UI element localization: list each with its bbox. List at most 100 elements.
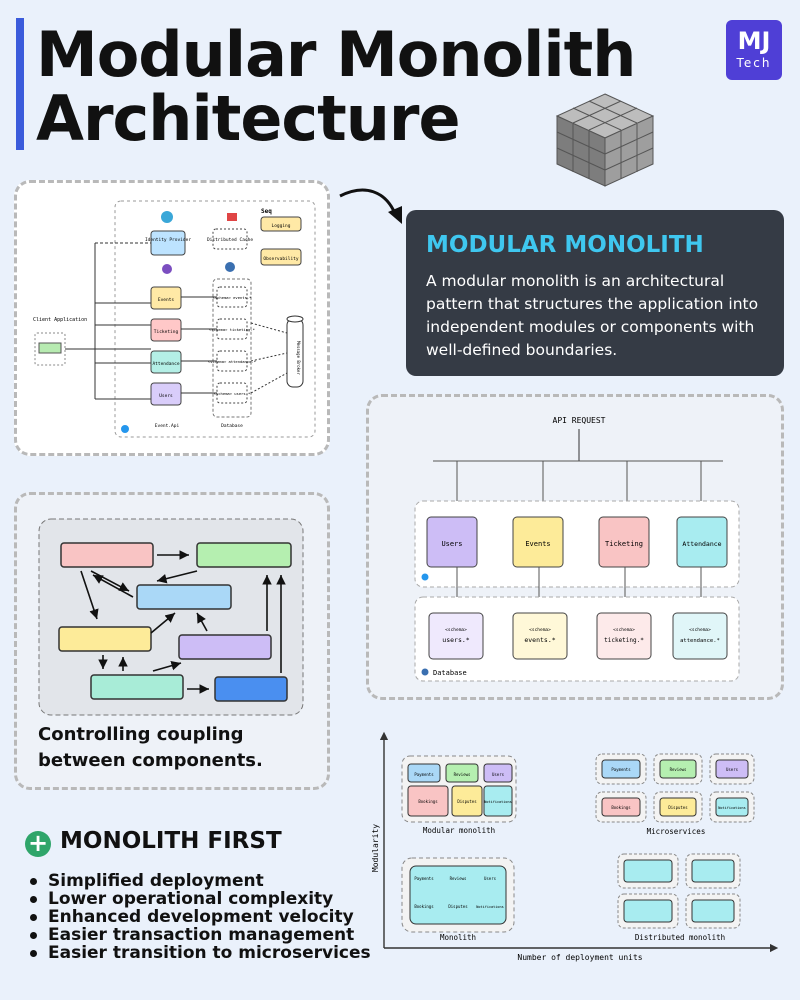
svg-text:<schema> events.*: <schema> events.* <box>213 295 252 300</box>
y-axis-label: Modularity <box>371 824 380 872</box>
client-app-label: Client Application <box>33 317 87 323</box>
svg-text:attendance.*: attendance.* <box>680 638 720 644</box>
svg-text:<schema>: <schema> <box>445 627 467 633</box>
svg-text:<schema> ticketing.*: <schema> ticketing.* <box>209 327 255 332</box>
definition-text: A modular monolith is an architectural p… <box>426 272 759 359</box>
arch-schema-attendance: <schema> attendance.* <box>208 359 256 364</box>
svg-text:ticketing.*: ticketing.* <box>604 637 644 644</box>
svg-text:<schema>: <schema> <box>613 627 635 633</box>
svg-text:Users: Users <box>484 876 497 881</box>
svg-text:API REQUEST: API REQUEST <box>553 416 606 425</box>
arch-module-attendance: Attendance <box>152 361 179 367</box>
mod-database-label: Database <box>433 669 467 677</box>
arch-schema-users: <schema> users.* <box>214 391 251 396</box>
svg-text:Modular monolith: Modular monolith <box>423 826 495 835</box>
list-item: Enhanced development velocity <box>28 908 371 926</box>
title-accent-bar <box>16 18 24 150</box>
coupling-diagram <box>38 518 304 716</box>
svg-text:Microservices: Microservices <box>647 827 706 836</box>
seq-label: Seq <box>261 208 272 215</box>
mono-reviews: Reviews <box>450 876 467 881</box>
ms-bookings: Bookings <box>611 805 631 810</box>
logging-label: Logging <box>272 223 291 229</box>
identity-provider-label: Identity Provider <box>145 237 191 243</box>
monolith-label: Monolith <box>440 933 476 942</box>
svg-text:Payments: Payments <box>414 772 434 777</box>
list-item: Simplified deployment <box>28 872 371 890</box>
svg-text:Users: Users <box>492 772 505 777</box>
distributed-monolith-label: Distributed monolith <box>635 933 725 942</box>
svg-text:Disputes: Disputes <box>448 904 468 909</box>
modular-monolith-label: Modular monolith <box>423 826 495 835</box>
svg-text:Modularity: Modularity <box>371 824 380 872</box>
svg-text:events.*: events.* <box>524 636 555 644</box>
mod-module-events: Events <box>525 540 550 548</box>
plus-icon: + <box>25 831 51 857</box>
svg-text:Users: Users <box>726 767 739 772</box>
mono-notifications: Notifications <box>476 905 503 909</box>
svg-text:<schema> attendance.*: <schema> attendance.* <box>208 359 256 364</box>
page-title-line2: Architecture <box>36 82 461 155</box>
svg-text:Users: Users <box>441 540 462 548</box>
mono-payments: Payments <box>414 876 434 881</box>
svg-text:Events: Events <box>525 540 550 548</box>
modular-diagram-panel: API REQUEST Users Events Ticketing Atten… <box>366 394 784 700</box>
coupling-caption: Controlling coupling between components. <box>38 724 263 771</box>
arch-module-users: Users <box>159 393 173 399</box>
svg-text:Logging: Logging <box>272 223 291 229</box>
svg-text:Distributed monolith: Distributed monolith <box>635 933 725 942</box>
schema-tag-1: <schema> <box>445 627 467 633</box>
arch-module-ticketing: Ticketing <box>154 329 179 335</box>
svg-text:Payments: Payments <box>414 876 434 881</box>
mod-schema-ticketing: ticketing.* <box>604 637 644 644</box>
monolith-first-list: Simplified deployment Lower operational … <box>28 872 371 962</box>
architecture-diagram-panel: Client Application Identity Provider Eve… <box>14 180 330 456</box>
svg-text:Attendance: Attendance <box>682 540 721 548</box>
svg-text:<schema>: <schema> <box>529 627 551 633</box>
svg-text:Reviews: Reviews <box>670 767 687 772</box>
definition-card: MODULAR MONOLITH A modular monolith is a… <box>406 210 784 376</box>
svg-text:Disputes: Disputes <box>668 805 688 810</box>
svg-text:Attendance: Attendance <box>152 361 179 367</box>
svg-text:users.*: users.* <box>442 636 469 644</box>
cube-icon <box>555 93 655 187</box>
svg-text:Disputes: Disputes <box>457 799 477 804</box>
mm-notifications: Notifications <box>484 800 511 804</box>
mm-reviews: Reviews <box>454 772 471 777</box>
svg-text:Reviews: Reviews <box>454 772 471 777</box>
svg-text:Observability: Observability <box>263 256 299 262</box>
mm-bookings: Bookings <box>418 799 438 804</box>
modular-diagram: API REQUEST Users Events Ticketing Atten… <box>414 416 740 682</box>
svg-text:Bookings: Bookings <box>611 805 631 810</box>
svg-text:Events: Events <box>158 297 175 303</box>
arch-schema-events: <schema> events.* <box>213 295 252 300</box>
ms-users: Users <box>726 767 739 772</box>
microservices-label: Microservices <box>647 827 706 836</box>
logo-main-text: MJ <box>737 27 771 55</box>
mono-users: Users <box>484 876 497 881</box>
svg-text:<schema>: <schema> <box>689 627 711 633</box>
mm-payments: Payments <box>414 772 434 777</box>
architecture-diagram: Client Application Identity Provider Eve… <box>33 200 316 438</box>
x-axis-label: Number of deployment units <box>517 953 642 962</box>
schema-tag-3: <schema> <box>613 627 635 633</box>
svg-text:<schema> users.*: <schema> users.* <box>214 391 251 396</box>
mm-disputes: Disputes <box>457 799 477 804</box>
svg-text:Database: Database <box>433 669 467 677</box>
mod-module-users: Users <box>441 540 462 548</box>
mono-bookings: Bookings <box>414 904 434 909</box>
list-item: Easier transaction management <box>28 926 371 944</box>
ms-disputes: Disputes <box>668 805 688 810</box>
arch-module-events: Events <box>158 297 175 303</box>
svg-text:Identity Provider: Identity Provider <box>145 237 191 243</box>
monolith-first-title: MONOLITH FIRST <box>60 828 282 854</box>
cache-label: Distributed Cache <box>207 237 253 243</box>
deployment-quadrant-diagram: Modularity Number of deployment units Pa… <box>371 731 779 962</box>
svg-text:Database: Database <box>221 423 243 429</box>
message-broker-label: Message Broker <box>296 341 301 375</box>
mono-disputes: Disputes <box>448 904 468 909</box>
svg-text:Notifications: Notifications <box>484 800 511 804</box>
arch-api-label: Event.Api <box>155 423 180 429</box>
logo-sub-text: Tech <box>736 56 772 70</box>
schema-tag-4: <schema> <box>689 627 711 633</box>
